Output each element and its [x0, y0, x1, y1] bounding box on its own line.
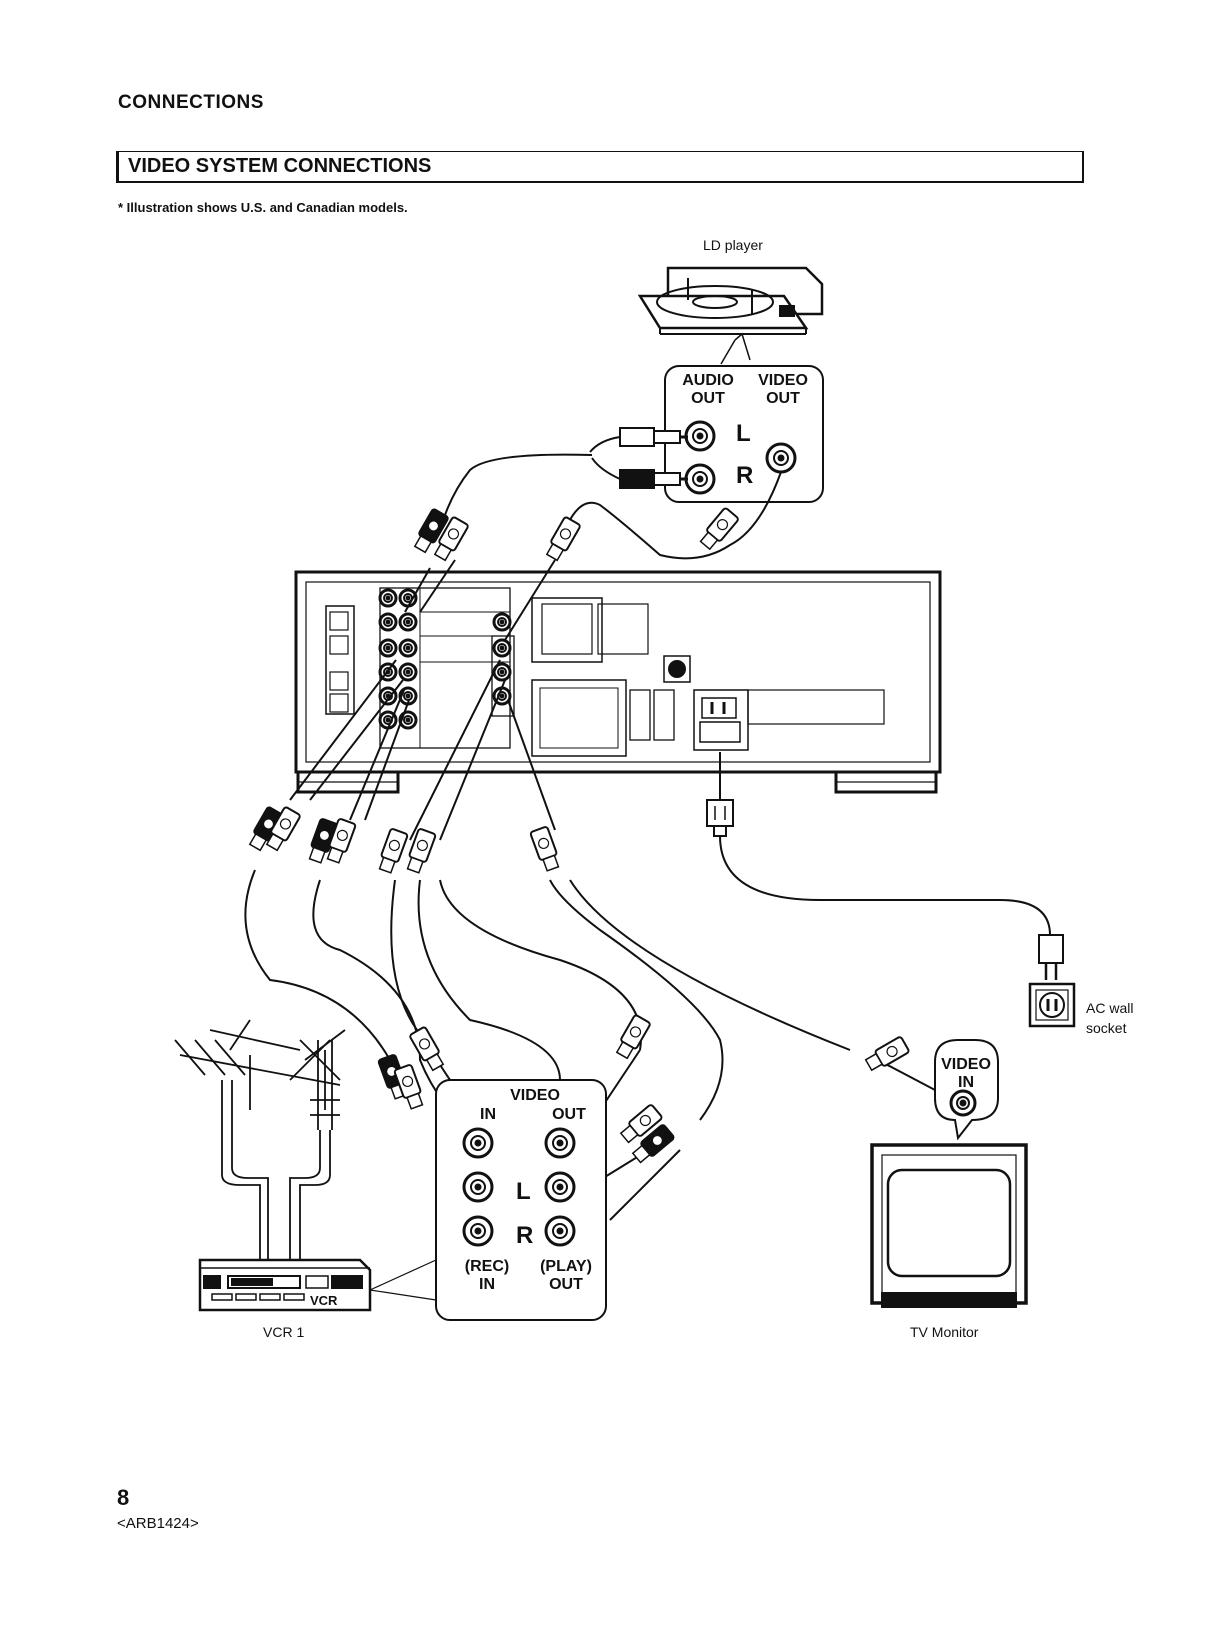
rca-plug-1 — [433, 516, 469, 562]
rca-plug-15 — [619, 1104, 663, 1144]
vcr-jack-1 — [544, 1127, 576, 1159]
power-cord — [719, 835, 1051, 936]
receiver-jack-4 — [378, 638, 398, 658]
tv-input-panel — [934, 1039, 999, 1141]
vcr-video-label: VIDEO — [510, 1087, 560, 1104]
ld-left-label: L — [736, 420, 751, 447]
vcr-jack-4 — [462, 1215, 494, 1247]
vcr-jacks — [462, 1127, 576, 1247]
rca-plug-13 — [409, 1026, 445, 1072]
ac-plug-icon — [1038, 934, 1064, 980]
vcr-illustration — [198, 1258, 437, 1312]
receiver-jack-3 — [398, 612, 418, 632]
illustration-note: * Illustration shows U.S. and Canadian m… — [118, 200, 408, 215]
receiver-jack-12 — [492, 612, 512, 632]
vcr-play-label: (PLAY)OUT — [540, 1258, 592, 1293]
vcr-in-label: IN — [480, 1106, 496, 1123]
rca-plug-8 — [378, 828, 409, 874]
antenna-icon — [174, 1019, 346, 1268]
receiver-jack-5 — [398, 638, 418, 658]
page-title: VIDEO SYSTEM CONNECTIONS — [128, 155, 432, 177]
rca-plug-7 — [326, 818, 357, 864]
wall-socket-icon — [1028, 982, 1076, 1028]
rca-plug-2 — [545, 516, 581, 562]
page-number: 8 — [117, 1485, 130, 1510]
rca-plug-12 — [393, 1064, 424, 1110]
rca-plug-5 — [265, 806, 301, 852]
rca-plug-0 — [413, 508, 449, 554]
ld-player-label: LD player — [703, 237, 763, 253]
vcr-out-label: OUT — [552, 1106, 586, 1123]
vcr-front-label: VCR — [310, 1293, 338, 1308]
vcr-jack-5 — [544, 1215, 576, 1247]
rca-plugs — [248, 507, 910, 1164]
rca-plug-17 — [864, 1036, 910, 1072]
vcr-left-label: L — [516, 1178, 531, 1205]
rca-plug-16 — [631, 1124, 675, 1164]
receiver-jack-8 — [378, 686, 398, 706]
ld-player-illustration — [637, 266, 824, 335]
section-heading: CONNECTIONS — [118, 92, 264, 113]
vcr-jack-2 — [462, 1171, 494, 1203]
rca-plug-3 — [699, 507, 739, 551]
document-code: <ARB1424> — [117, 1515, 199, 1532]
receiver-jack-0 — [378, 588, 398, 608]
rca-plug-14 — [615, 1014, 651, 1060]
rca-plug-4 — [248, 806, 284, 852]
vcr-label: VCR 1 — [263, 1324, 305, 1340]
vcr-right-label: R — [516, 1222, 534, 1249]
receiver-jack-13 — [492, 638, 512, 658]
receiver-jack-2 — [378, 612, 398, 632]
vcr-jack-3 — [544, 1171, 576, 1203]
receiver-jack-7 — [398, 662, 418, 682]
tv-video-in-jack — [949, 1089, 977, 1117]
tv-monitor-illustration — [870, 1143, 1028, 1308]
ld-audio-plugs — [589, 427, 688, 489]
rca-plug-9 — [406, 828, 437, 874]
ld-right-label: R — [736, 462, 754, 489]
title-box: VIDEO SYSTEM CONNECTIONS — [116, 151, 1084, 183]
vcr-jack-0 — [462, 1127, 494, 1159]
ld-audio-l-jack — [684, 420, 716, 452]
vcr-rec-label: (REC)IN — [464, 1258, 510, 1293]
rca-plug-10 — [529, 826, 560, 872]
ld-callout-line — [734, 332, 751, 361]
tv-monitor-label: TV Monitor — [910, 1324, 979, 1340]
plug-icon — [706, 799, 734, 837]
